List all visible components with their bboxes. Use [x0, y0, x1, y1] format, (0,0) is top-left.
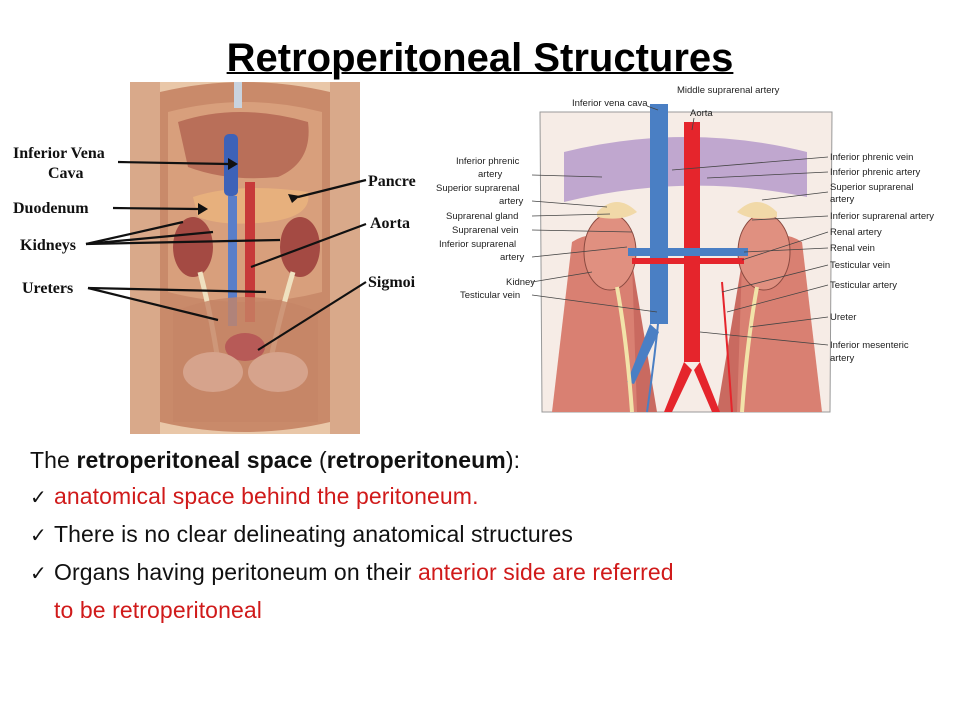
label-sigmoid: Sigmoi [368, 274, 416, 291]
label-aorta: Aorta [370, 215, 410, 232]
label-middle-suprarenal-artery: Middle suprarenal artery [677, 85, 780, 96]
label-suprarenal-gland: Suprarenal gland [446, 211, 518, 222]
left-arrowheads [198, 158, 300, 215]
label-ureters: Ureters [22, 280, 73, 297]
label-aorta-top: Aorta [690, 108, 713, 119]
right-anatomy-figure: Inferior vena cava Middle suprarenal art… [432, 82, 956, 422]
label-testicular-vein-right: Testicular vein [830, 260, 890, 271]
term-retroperitoneum: retroperitoneum [326, 447, 506, 473]
term-retroperitoneal-space: retroperitoneal space [76, 447, 313, 473]
label-superior-suprarenal-artery-l2: artery [499, 196, 524, 207]
right-leader-lines [531, 105, 829, 346]
label-duodenum: Duodenum [13, 200, 89, 217]
label-inferior-phrenic-artery-l2: artery [478, 169, 503, 180]
label-inferior-mesenteric-l1: Inferior mesenteric [830, 340, 909, 351]
slide-title: Retroperitoneal Structures [226, 36, 734, 80]
left-anatomy-figure: Inferior Vena Cava Duodenum Kidneys Uret… [8, 82, 428, 434]
label-inferior-phrenic-vein: Inferior phrenic vein [830, 152, 913, 163]
label-inferior-phrenic-artery-l1: Inferior phrenic [456, 156, 520, 167]
label-inferior-suprarenal-artery-r: Inferior suprarenal artery [830, 211, 934, 222]
label-suprarenal-vein: Suprarenal vein [452, 225, 519, 236]
label-ureter: Ureter [830, 312, 856, 323]
checkmark-icon: ✓ [30, 525, 47, 547]
checkmark-icon: ✓ [30, 487, 47, 509]
label-inferior-vena-cava: Inferior vena cava [572, 98, 648, 109]
right-figure-left-labels: Inferior phrenic artery Superior suprare… [436, 156, 535, 301]
label-pancreas: Pancre [368, 173, 416, 190]
bullet-3: ✓Organs having peritoneum on their anter… [30, 554, 940, 592]
bullet-1: ✓anatomical space behind the peritoneum. [30, 478, 940, 516]
checkmark-icon: ✓ [30, 563, 47, 585]
label-inferior-suprarenal-artery-l2: artery [500, 252, 525, 263]
label-inferior-suprarenal-artery-l1: Inferior suprarenal [439, 239, 516, 250]
label-inferior-mesenteric-l2: artery [830, 353, 855, 364]
label-testicular-artery: Testicular artery [830, 280, 897, 291]
bullet-3-continuation: to be retroperitoneal [54, 597, 262, 623]
label-superior-suprarenal-r-l2: artery [830, 194, 855, 205]
left-pointer-lines [85, 160, 367, 351]
label-superior-suprarenal-artery-l1: Superior suprarenal [436, 183, 519, 194]
label-inferior-phrenic-artery-r: Inferior phrenic artery [830, 167, 921, 178]
label-cava: Cava [48, 165, 84, 182]
intro-line: The retroperitoneal space (retroperitone… [30, 447, 521, 473]
label-kidney: Kidney [506, 277, 535, 288]
label-kidneys: Kidneys [20, 237, 76, 254]
body-text: The retroperitoneal space (retroperitone… [30, 442, 940, 628]
label-superior-suprarenal-r-l1: Superior suprarenal [830, 182, 913, 193]
label-renal-vein: Renal vein [830, 243, 875, 254]
right-figure-right-labels: Inferior phrenic vein Inferior phrenic a… [830, 152, 934, 364]
label-inferior-vena: Inferior Vena [13, 145, 105, 162]
label-renal-artery: Renal artery [830, 227, 882, 238]
label-testicular-vein-left: Testicular vein [460, 290, 520, 301]
bullet-2: ✓There is no clear delineating anatomica… [30, 516, 940, 554]
